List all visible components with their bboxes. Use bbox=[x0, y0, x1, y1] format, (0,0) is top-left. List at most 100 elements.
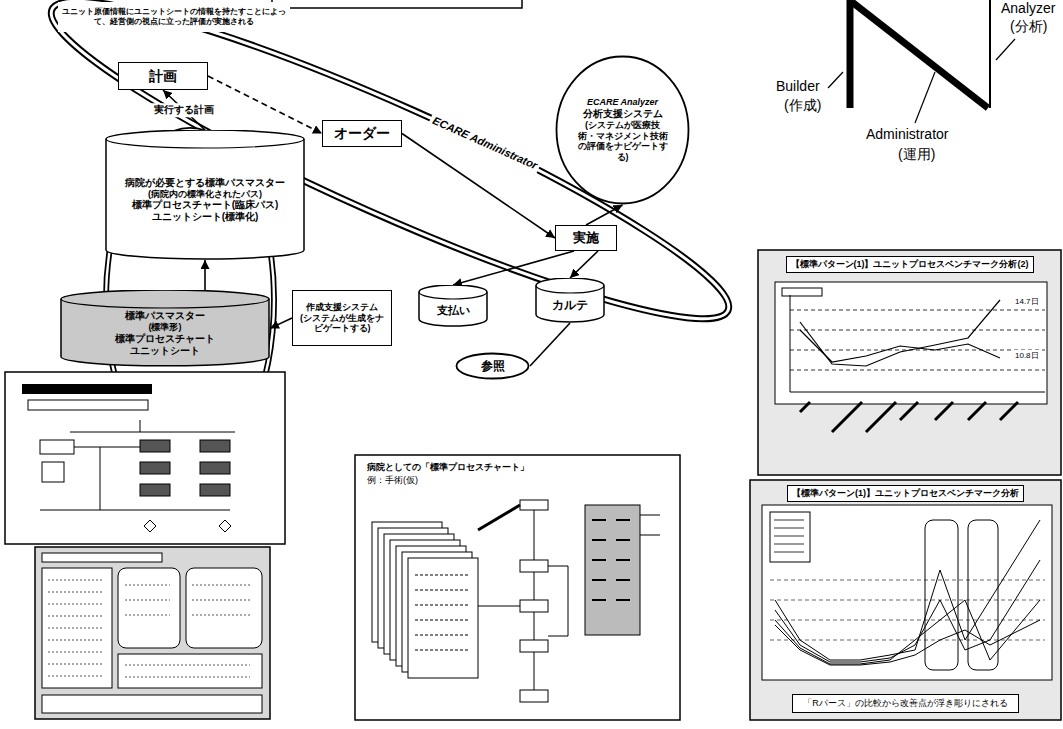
screenshot-process-chart bbox=[640, 515, 660, 535]
node-text: 参照 bbox=[481, 359, 505, 373]
screenshot-flowchart bbox=[40, 440, 74, 454]
n-figure bbox=[852, 2, 988, 108]
node-text: 計画 bbox=[149, 68, 177, 85]
cylinder-rim bbox=[106, 139, 304, 148]
chart-panel: 【標準パターン(1)】ユニットプロセスベンチマーク分析(2) bbox=[758, 250, 1061, 475]
cylinder-body bbox=[536, 278, 604, 322]
line-chart-bottom bbox=[770, 580, 1045, 640]
node-text: 支払い bbox=[437, 304, 470, 317]
cylinder-rim bbox=[536, 286, 604, 294]
screenshot-form bbox=[118, 568, 180, 648]
screenshot-process-chart bbox=[585, 505, 640, 635]
connector-arrow bbox=[570, 251, 598, 278]
role-label: Analyzer bbox=[1001, 0, 1055, 16]
screenshot-flowchart bbox=[100, 447, 101, 510]
node-text: 標準プロセスチャート bbox=[115, 333, 215, 345]
node-text: 標準プロセスチャート(臨床パス) bbox=[132, 199, 279, 211]
line-chart-bottom bbox=[770, 512, 810, 562]
cylinder-body bbox=[419, 285, 487, 326]
line-chart-bottom bbox=[925, 520, 958, 670]
n-figure bbox=[989, 0, 991, 108]
screenshot-flowchart bbox=[200, 440, 230, 452]
line-chart-top bbox=[758, 250, 1061, 475]
screenshot-flowchart bbox=[219, 520, 231, 532]
node-text: 病院としての「標準プロセスチャート」 bbox=[365, 461, 531, 474]
screenshot-process-chart bbox=[355, 455, 680, 720]
role-label: (作成) bbox=[784, 97, 821, 113]
database-cylinder: 病院が必要とする標準パスマスター(病院内の標準化されたパス)標準プロセスチャート… bbox=[105, 130, 305, 260]
connector-arrow bbox=[270, 318, 292, 328]
role-label: Administrator bbox=[866, 126, 948, 142]
oval-body bbox=[457, 354, 529, 379]
screenshot-flowchart bbox=[200, 484, 230, 496]
process-box: 計画 bbox=[118, 62, 208, 90]
line-chart-top bbox=[758, 250, 1061, 475]
screenshot-panel: 病院としての「標準プロセスチャート」例：手術(仮) bbox=[355, 455, 680, 720]
connector-arrow bbox=[402, 134, 555, 239]
node-text: 病院が必要とする標準パスマスター bbox=[125, 177, 285, 189]
role-label: (運用) bbox=[898, 146, 935, 162]
node-text: 作成支援システム bbox=[306, 302, 378, 313]
line-chart-bottom bbox=[775, 600, 1040, 664]
value-label: 14.7日 bbox=[1012, 296, 1042, 307]
connector-arrow bbox=[204, 260, 206, 290]
n-figure bbox=[847, 0, 854, 108]
node-text: カルテ bbox=[552, 298, 588, 312]
screenshot-flowchart bbox=[144, 520, 156, 532]
screenshot-flowchart bbox=[42, 462, 64, 482]
oval-outline bbox=[555, 55, 690, 205]
chart-panel: 【標準パターン(1)】ユニットプロセスベンチマーク分析「Rパース」の比較から改善… bbox=[750, 480, 1061, 720]
screenshot-form bbox=[42, 553, 162, 562]
top-frame bbox=[272, 0, 522, 8]
line-chart-top bbox=[790, 392, 1045, 393]
value-label: 10.8日 bbox=[1012, 350, 1042, 361]
screenshot-flowchart bbox=[70, 432, 235, 433]
screenshot-flowchart bbox=[5, 372, 285, 544]
line-chart-bottom bbox=[750, 480, 1061, 720]
n-figure bbox=[828, 72, 843, 88]
node-text: 標準パスマスター bbox=[125, 310, 205, 322]
screenshot-form bbox=[48, 580, 252, 677]
line-chart-bottom bbox=[774, 520, 804, 552]
line-chart-bottom bbox=[775, 560, 1040, 662]
role-label: Builder bbox=[776, 78, 820, 94]
line-chart-top bbox=[782, 288, 822, 296]
n-figure bbox=[915, 72, 935, 123]
screenshot-flowchart bbox=[140, 462, 170, 474]
connector-arrow bbox=[208, 76, 322, 134]
screenshot-process-chart bbox=[520, 500, 548, 510]
process-box: オーダー bbox=[322, 120, 402, 147]
edge-label: 実行する計画 bbox=[151, 103, 217, 117]
screenshot-flowchart bbox=[140, 420, 141, 432]
screenshot-process-chart bbox=[520, 600, 548, 612]
process-box: 実施 bbox=[555, 225, 617, 251]
line-chart-top bbox=[800, 402, 1018, 432]
screenshot-flowchart bbox=[200, 462, 230, 474]
screenshot-flowchart bbox=[140, 484, 170, 496]
screenshot-process-chart bbox=[408, 558, 478, 678]
line-chart-bottom bbox=[750, 480, 1061, 720]
screenshot-process-chart bbox=[478, 505, 520, 530]
database-cylinder: 支払い bbox=[418, 285, 488, 327]
node-text: 例：手術(仮) bbox=[365, 474, 420, 487]
band-label: ECARE Administrator bbox=[428, 112, 543, 174]
node-text: ユニットシート(標準化) bbox=[152, 211, 259, 223]
node-text: (病院内の標準化されたパス) bbox=[148, 189, 262, 200]
screenshot-process-chart bbox=[415, 575, 470, 650]
connector-arrow bbox=[530, 323, 570, 366]
line-chart-top bbox=[800, 330, 1000, 362]
screenshot-form bbox=[186, 568, 262, 648]
node-text: 分析支援システム bbox=[583, 108, 663, 120]
node-text: (標準形) bbox=[149, 322, 182, 333]
node-text: ユニットシート bbox=[130, 345, 200, 357]
cylinder-rim bbox=[419, 292, 487, 299]
screenshot-process-chart bbox=[592, 520, 630, 600]
n-figure bbox=[828, 0, 1015, 123]
node-text: オーダー bbox=[334, 125, 390, 142]
oval-body bbox=[557, 57, 689, 204]
screenshot-form bbox=[118, 654, 262, 688]
connector-arrow bbox=[586, 205, 623, 225]
n-figure bbox=[996, 39, 1015, 60]
